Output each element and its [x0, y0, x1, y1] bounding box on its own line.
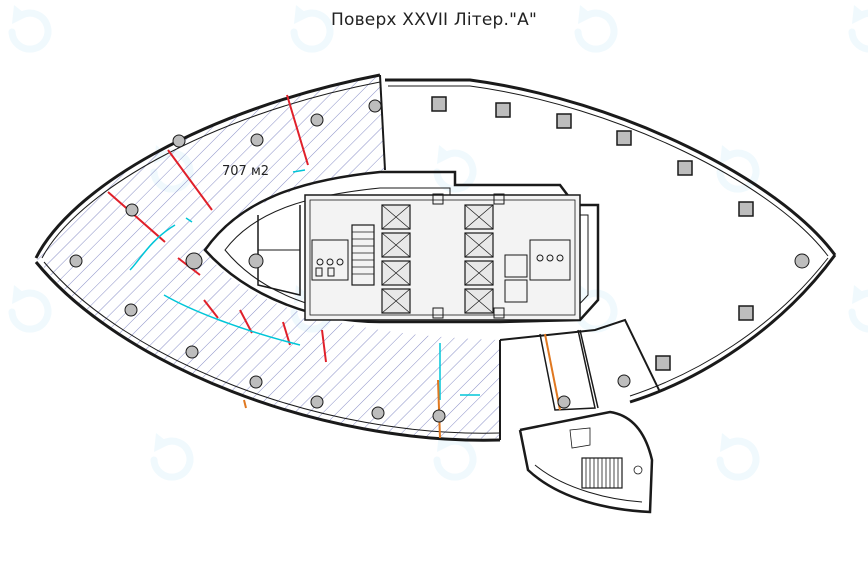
building-outline [34, 73, 837, 514]
refresh-arrow-icon [154, 433, 190, 477]
area-label: 707 м2 [222, 164, 269, 179]
door-swings [129, 169, 480, 400]
refresh-arrow-icon [852, 5, 868, 49]
square-columns [431, 96, 754, 371]
refresh-arrow-icon [294, 5, 330, 49]
refresh-arrow-icon [578, 285, 614, 329]
refresh-arrow-icon [578, 5, 614, 49]
stair-core-west [351, 224, 375, 286]
restroom-east [504, 239, 571, 303]
plan-title: Поверх XXVII Літер."А" [330, 10, 537, 30]
refresh-arrow-icon [720, 433, 756, 477]
building-core [203, 170, 600, 324]
refresh-arrow-icon [12, 285, 48, 329]
refresh-arrow-icon [12, 5, 48, 49]
elevator-bank-east [464, 204, 494, 314]
elevator-bank-west [381, 204, 411, 314]
stair-tower-south [569, 427, 643, 489]
restroom-west [311, 239, 349, 281]
columns [69, 99, 810, 423]
orange-markers [243, 333, 561, 439]
partition-walls [107, 94, 327, 363]
refresh-arrow-icon [852, 285, 868, 329]
core-pilasters [432, 193, 505, 319]
